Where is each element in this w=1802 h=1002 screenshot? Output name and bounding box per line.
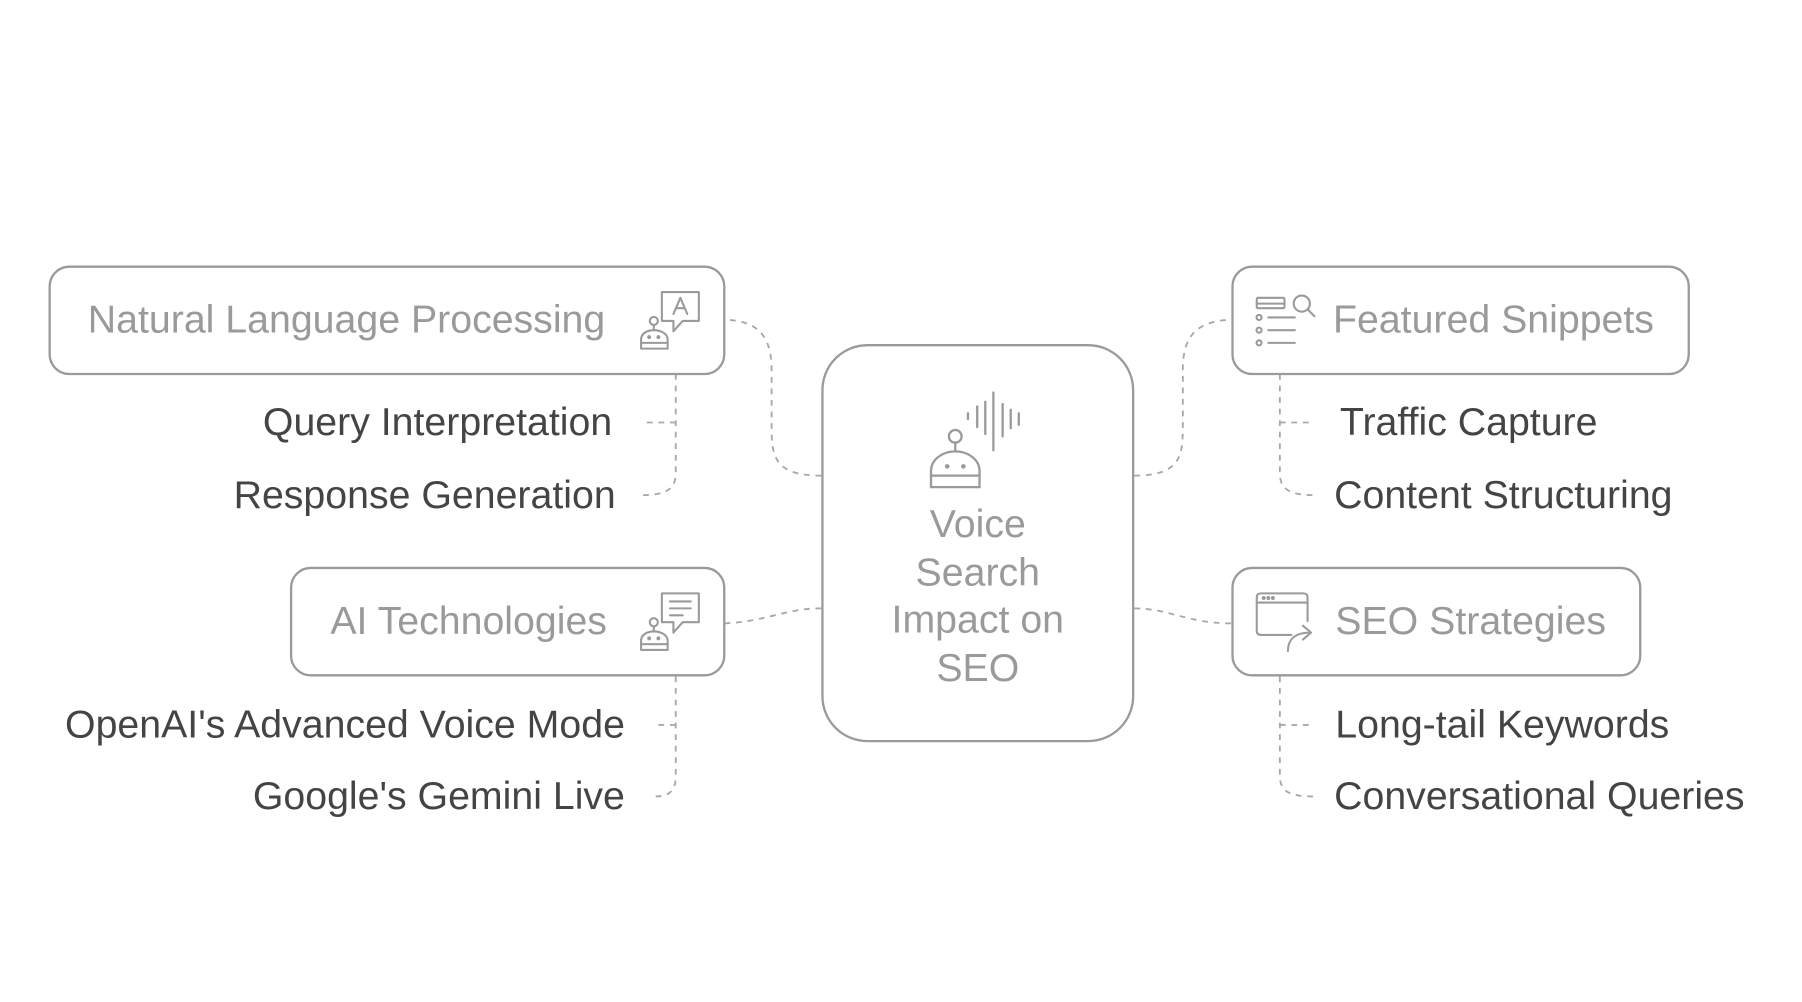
branch-label: Natural Language Processing bbox=[87, 297, 606, 342]
connector-center-ai-tech bbox=[725, 607, 822, 625]
robot-voice-wave-icon bbox=[924, 390, 1033, 494]
branch-seo-strategies[interactable]: SEO Strategies bbox=[1231, 566, 1642, 677]
browser-share-arrow-icon bbox=[1252, 589, 1319, 656]
leaf-google-gemini-live[interactable]: Google's Gemini Live bbox=[252, 774, 625, 819]
leaf-response-generation[interactable]: Response Generation bbox=[233, 473, 616, 518]
connector-seo-trunk bbox=[1278, 676, 1317, 798]
robot-chat-lines-icon bbox=[636, 590, 703, 655]
connector-center-nlp bbox=[725, 318, 822, 477]
leaf-query-interpretation[interactable]: Query Interpretation bbox=[262, 400, 613, 445]
branch-label: AI Technologies bbox=[330, 599, 607, 644]
center-title-line: Voice bbox=[929, 502, 1026, 547]
branch-featured-snippets[interactable]: Featured Snippets bbox=[1231, 265, 1690, 376]
connector-ai-trunk bbox=[652, 676, 677, 798]
leaf-content-structuring[interactable]: Content Structuring bbox=[1334, 473, 1673, 518]
connector-snippets-trunk bbox=[1278, 374, 1317, 497]
leaf-openai-advanced-voice-mode[interactable]: OpenAI's Advanced Voice Mode bbox=[65, 703, 625, 747]
connector-center-seo bbox=[1134, 607, 1232, 625]
center-title-line: Search bbox=[915, 550, 1041, 594]
leaf-conversational-queries[interactable]: Conversational Queries bbox=[1334, 774, 1745, 819]
leaf-long-tail-keywords[interactable]: Long-tail Keywords bbox=[1335, 703, 1670, 747]
branch-label: Featured Snippets bbox=[1332, 297, 1654, 342]
list-search-icon bbox=[1252, 291, 1319, 351]
branch-natural-language-processing[interactable]: Natural Language Processing bbox=[48, 265, 726, 376]
connector-nlp-trunk bbox=[638, 374, 677, 497]
center-title: Voice Search Impact on SEO bbox=[821, 501, 1134, 693]
center-title-line: Impact on bbox=[891, 597, 1065, 642]
branch-label: SEO Strategies bbox=[1335, 599, 1606, 644]
robot-chat-letter-icon bbox=[636, 289, 703, 354]
leaf-traffic-capture[interactable]: Traffic Capture bbox=[1339, 400, 1598, 445]
center-title-line: SEO bbox=[936, 645, 1020, 690]
branch-ai-technologies[interactable]: AI Technologies bbox=[289, 566, 726, 677]
connector-center-snippets bbox=[1134, 318, 1232, 477]
